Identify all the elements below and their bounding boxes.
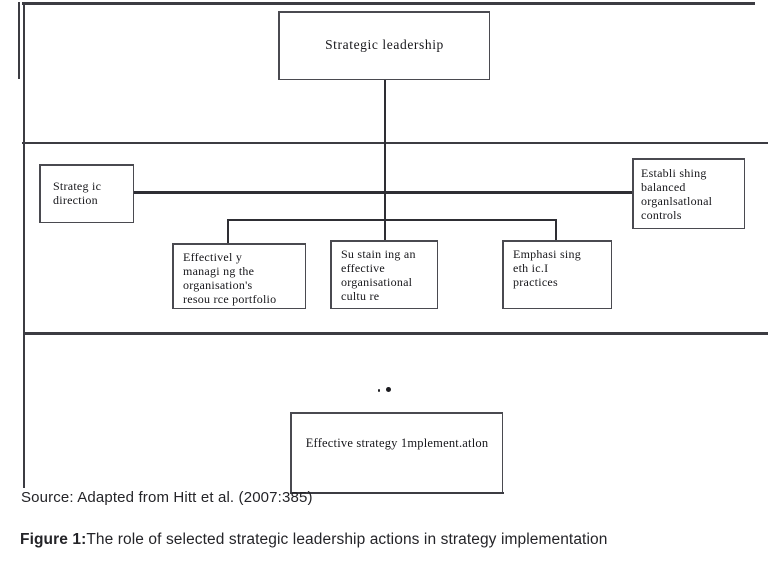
box-sustaining-effective-organisational-culture: Su stain ing an effective organisational… bbox=[330, 240, 438, 309]
frame-rule-bottom-box-base bbox=[290, 492, 504, 494]
frame-rule-lower-divider bbox=[24, 332, 768, 335]
scan-speck-small bbox=[378, 389, 380, 392]
box-effectively-managing-resource-portfolio: Effectivel y managi ng the organisation'… bbox=[172, 243, 306, 309]
source-attribution: Source: Adapted from Hitt et al. (2007:3… bbox=[21, 489, 313, 506]
box-strategic-leadership-label: Strategic leadership bbox=[325, 37, 444, 52]
frame-rule-top bbox=[22, 2, 755, 5]
box-establishing-balanced-organisational-controls: Establi shing balanced organlsatlonal co… bbox=[632, 158, 745, 229]
source-attribution-text: Source: Adapted from Hitt et al. (2007:3… bbox=[21, 489, 313, 506]
scan-speck-large bbox=[386, 387, 391, 392]
figure-caption-label: Figure 1: bbox=[20, 531, 87, 548]
box-effective-implementation-label: Effective strategy 1mplement.atlon bbox=[305, 436, 489, 450]
figure-caption-text: The role of selected strategic leadershi… bbox=[86, 531, 608, 548]
connector-stem-vertical-main bbox=[384, 80, 386, 221]
box-strategic-direction-label: Strateg ic direction bbox=[53, 179, 102, 207]
box-managing-resources-label: Effectivel y managi ng the organisation'… bbox=[183, 250, 277, 306]
figure-caption: Figure 1:The role of selected strategic … bbox=[20, 531, 607, 549]
box-ethical-practices-label: Emphasi sing eth ic.I practices bbox=[513, 247, 581, 289]
connector-drop-left bbox=[227, 219, 229, 244]
box-establishing-controls-label: Establi shing balanced organlsatlonal co… bbox=[641, 166, 713, 222]
connector-drop-right bbox=[555, 219, 557, 241]
box-emphasising-ethical-practices: Emphasi sing eth ic.I practices bbox=[502, 240, 612, 309]
box-sustaining-culture-label: Su stain ing an effective organisational… bbox=[341, 247, 416, 303]
frame-rule-left-main bbox=[23, 2, 25, 488]
connector-spine-horizontal bbox=[134, 191, 633, 194]
box-effective-strategy-implementation: Effective strategy 1mplement.atlon bbox=[290, 412, 503, 492]
box-strategic-leadership: Strategic leadership bbox=[278, 11, 490, 80]
frame-rule-upper-divider bbox=[22, 142, 768, 144]
box-strategic-direction: Strateg ic direction bbox=[39, 164, 134, 223]
connector-bracket-horizontal bbox=[227, 219, 557, 221]
frame-rule-left-outer bbox=[18, 2, 20, 79]
connector-drop-center bbox=[384, 219, 386, 241]
